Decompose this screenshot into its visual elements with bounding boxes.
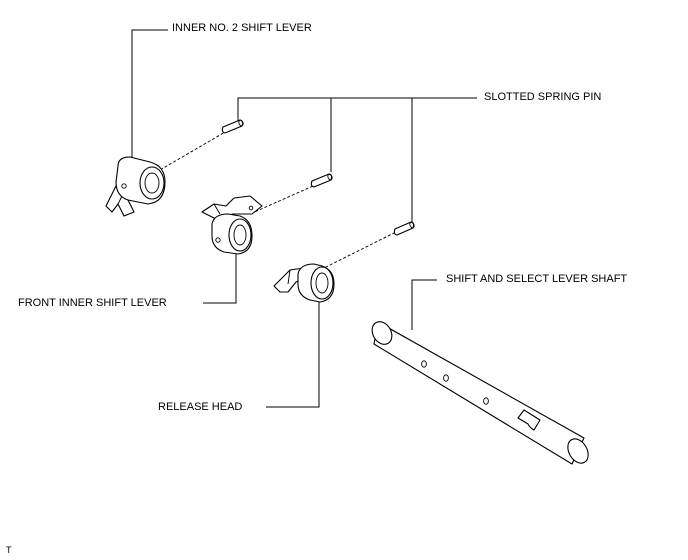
footer-mark: T (6, 545, 12, 555)
leader-shift-and-select-lever-shaft (411, 279, 437, 330)
front-inner-shift-lever-part (201, 195, 263, 255)
leader-slotted-spring-pin (237, 97, 477, 222)
release-head-part (273, 263, 335, 303)
slotted-spring-pin-1 (221, 119, 244, 134)
shift-and-select-lever-shaft-part (371, 321, 589, 465)
slotted-spring-pin-2 (310, 173, 333, 188)
inner-no2-shift-lever-part (105, 156, 166, 217)
leader-front-inner-shift-lever (203, 252, 237, 304)
slotted-spring-pin-3 (393, 221, 415, 236)
label-slotted-spring-pin: SLOTTED SPRING PIN (484, 91, 602, 103)
label-release-head: RELEASE HEAD (158, 401, 243, 413)
leader-release-head (266, 300, 320, 408)
label-front-inner-shift-lever: FRONT INNER SHIFT LEVER (18, 297, 167, 309)
label-shift-and-select-lever-shaft: SHIFT AND SELECT LEVER SHAFT (446, 273, 628, 285)
label-inner-no2-shift-lever: INNER NO. 2 SHIFT LEVER (172, 22, 312, 34)
leader-inner-no2-shift-lever (131, 29, 168, 158)
assembly-dashed-lines (159, 127, 405, 269)
